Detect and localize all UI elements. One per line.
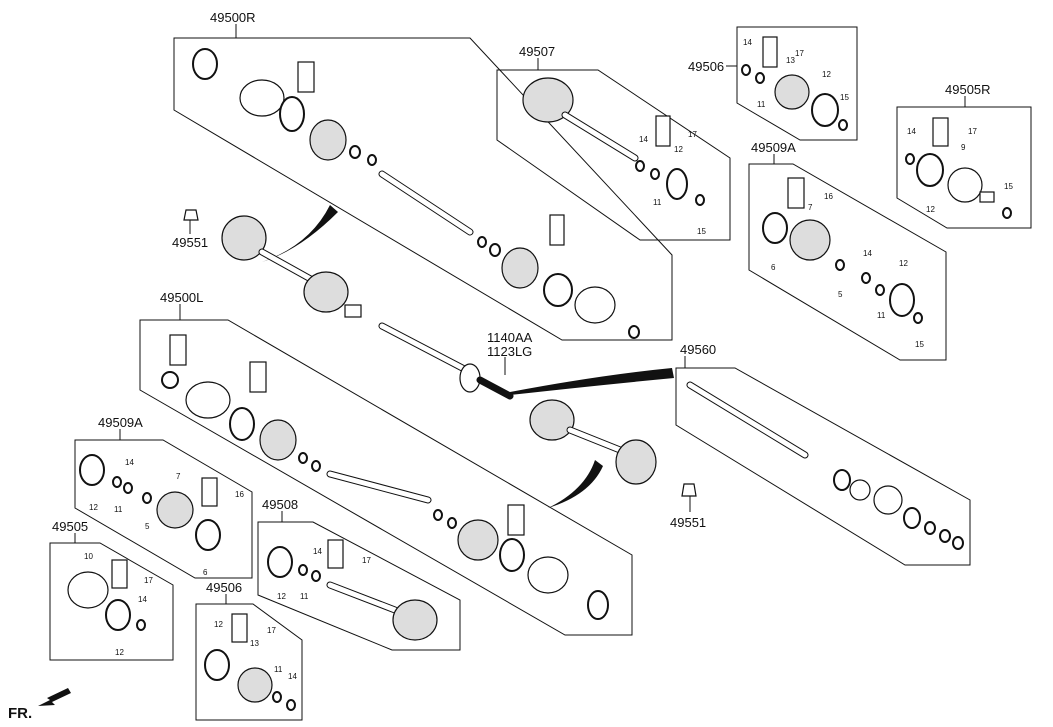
arrow-down-left-icon [38, 688, 71, 706]
callout: 17 [362, 556, 371, 565]
panel-49509A-right [748, 163, 947, 361]
callouts-49505R: 14 17 9 12 15 [907, 127, 1013, 214]
callout: 12 [822, 70, 831, 79]
callout: 14 [743, 38, 752, 47]
callouts-49506-bottom: 12 17 13 11 14 [214, 620, 297, 681]
callout: 14 [313, 547, 322, 556]
connector-wedge [510, 368, 674, 395]
callout: 11 [114, 505, 123, 514]
callout: 11 [757, 100, 766, 109]
callout: 12 [115, 648, 124, 657]
callout: 11 [300, 592, 309, 601]
callouts-49507: 14 17 12 11 15 [639, 130, 706, 236]
label-49551-top: 49551 [172, 235, 208, 250]
label-1123LG: 1123LG [487, 344, 532, 359]
front-orientation-label: FR. [8, 705, 32, 722]
callout: 12 [926, 205, 935, 214]
label-49560: 49560 [680, 342, 716, 357]
callout: 12 [89, 503, 98, 512]
callout: 17 [688, 130, 697, 139]
part-drawings [67, 36, 1012, 711]
label-49507: 49507 [519, 44, 555, 59]
callout: 17 [968, 127, 977, 136]
callouts-49508: 12 11 14 17 [277, 547, 371, 601]
callout: 7 [176, 472, 181, 481]
callout: 12 [277, 592, 286, 601]
callout: 5 [838, 290, 843, 299]
callout: 14 [639, 135, 648, 144]
label-1140AA: 1140AA [487, 330, 533, 345]
callout: 14 [907, 127, 916, 136]
callouts-49505: 10 17 14 12 [84, 552, 153, 657]
assembly-leaders [74, 24, 966, 604]
callouts-49506-top: 14 17 13 11 12 15 [743, 38, 849, 109]
callout: 12 [899, 259, 908, 268]
panel-49509A-left [74, 439, 253, 579]
label-49500L: 49500L [160, 290, 203, 305]
callout: 14 [288, 672, 297, 681]
callout: 15 [1004, 182, 1013, 191]
label-49505: 49505 [52, 519, 88, 534]
callout: 15 [840, 93, 849, 102]
callout: 11 [877, 311, 886, 320]
panel-49506-top [736, 26, 858, 141]
panel-49500R [173, 37, 673, 341]
callout: 9 [961, 143, 966, 152]
callout: 17 [267, 626, 276, 635]
callout: 6 [203, 568, 208, 577]
callout: 12 [214, 620, 223, 629]
callout: 16 [235, 490, 244, 499]
callout: 15 [697, 227, 706, 236]
callout: 11 [653, 198, 662, 207]
label-49506-bottom: 49506 [206, 580, 242, 595]
callout: 14 [125, 458, 134, 467]
label-49508: 49508 [262, 497, 298, 512]
connector-wedge [262, 205, 338, 262]
callout: 14 [138, 595, 147, 604]
panel-49508 [257, 521, 461, 651]
callout: 16 [824, 192, 833, 201]
label-49509A-left: 49509A [98, 415, 143, 430]
callout: 10 [84, 552, 93, 561]
connector-wedge [548, 460, 603, 508]
panel-49505 [49, 542, 174, 661]
callout: 13 [786, 56, 795, 65]
panel-49507 [496, 69, 731, 241]
label-49505R: 49505R [945, 82, 991, 97]
label-49509A-right: 49509A [751, 140, 796, 155]
callout: 5 [145, 522, 150, 531]
callout: 13 [250, 639, 259, 648]
panel-49500L [139, 319, 633, 636]
callout: 17 [144, 576, 153, 585]
callouts-49509A-right: 16 7 6 5 14 12 11 15 [771, 192, 924, 349]
callout: 11 [274, 665, 283, 674]
callout: 14 [863, 249, 872, 258]
callout: 15 [915, 340, 924, 349]
label-49506-top: 49506 [688, 59, 724, 74]
panel-49506-bottom [195, 603, 303, 721]
callouts-49509A-left: 12 11 14 7 5 16 6 [89, 458, 244, 577]
panel-49505R [896, 106, 1032, 229]
label-49551-bottom: 49551 [670, 515, 706, 530]
callout: 17 [795, 49, 804, 58]
label-49500R: 49500R [210, 10, 256, 25]
callout: 6 [771, 263, 776, 272]
callout: 7 [808, 203, 813, 212]
panel-49560 [675, 367, 971, 566]
callout: 12 [674, 145, 683, 154]
